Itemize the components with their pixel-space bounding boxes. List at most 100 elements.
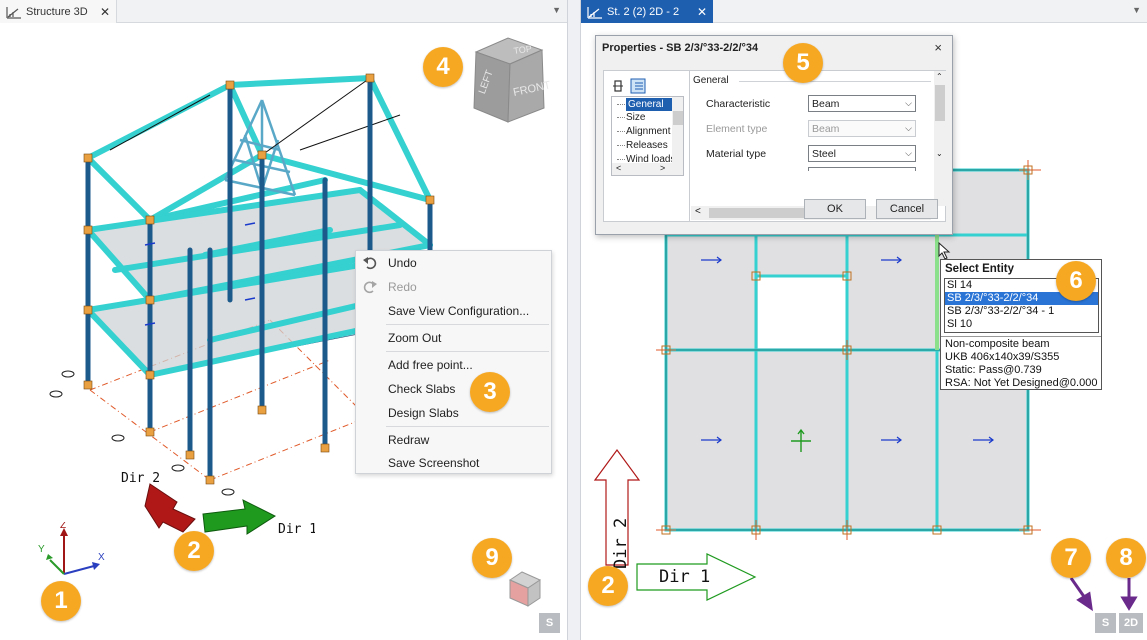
menu-item-save-view-configuration[interactable]: Save View Configuration...: [356, 299, 551, 323]
menu-item-label: Add free point...: [388, 358, 473, 372]
characteristic-select[interactable]: Beam ⌵: [808, 95, 916, 112]
direction-arrows-3d: Dir 2 Dir 1: [121, 471, 315, 537]
entity-info-section: UKB 406x140x39/S355: [945, 351, 1060, 363]
tab-structure-3d[interactable]: Structure 3D ✕: [0, 0, 117, 23]
entity-info-static: Static: Pass@0.739: [945, 364, 1042, 376]
tree-item-releases[interactable]: Releases: [626, 140, 668, 151]
beams: [85, 75, 433, 378]
viewport-3d[interactable]: TOP LEFT FRONT Dir 2 Dir 1 Z X Y: [0, 24, 567, 640]
axis-z-label: Z: [60, 522, 66, 531]
cancel-button[interactable]: Cancel: [876, 199, 938, 219]
dir1-arrow-2d: [636, 553, 757, 601]
chevron-down-icon[interactable]: ▼: [1132, 5, 1141, 15]
axis-triad: Z X Y: [38, 522, 105, 575]
menu-item-label: Check Slabs: [388, 382, 456, 396]
dir2-label: Dir 2: [121, 471, 160, 486]
prop-label-material-type: Material type: [706, 148, 767, 160]
close-icon[interactable]: ✕: [99, 4, 110, 19]
menu-separator: [386, 324, 549, 325]
section-s-button-2d[interactable]: S: [1095, 613, 1116, 633]
corner-markers: [1069, 577, 1138, 612]
tree-item-size[interactable]: Size: [626, 112, 646, 123]
select-entity-title: Select Entity: [945, 263, 1015, 275]
dir2-arrow-2d: [593, 448, 641, 566]
view-cube[interactable]: TOP LEFT FRONT: [468, 34, 550, 126]
entity-item-sl-10[interactable]: Sl 10: [947, 318, 973, 330]
plan-two-way-marker: [791, 428, 811, 452]
characteristic-value: Beam: [812, 97, 840, 110]
menu-item-check-slabs[interactable]: Check Slabs: [356, 377, 551, 401]
section-box-icon[interactable]: [506, 566, 546, 610]
ok-button[interactable]: OK: [804, 199, 866, 219]
structure-view-icon: [6, 6, 21, 19]
menu-item-add-free-point[interactable]: Add free point...: [356, 353, 551, 377]
left-tabstrip: Structure 3D ✕ ▼: [0, 0, 567, 23]
tree-item-alignment[interactable]: Alignment: [626, 126, 671, 137]
group-header-general: General: [693, 75, 732, 86]
menu-item-zoom-out[interactable]: Zoom Out: [356, 326, 551, 350]
menu-item-save-screenshot[interactable]: Save Screenshot: [356, 451, 551, 475]
dir1-label-2d: Dir 1: [659, 567, 711, 587]
select-entity-list[interactable]: Sl 14 SB 2/3/°33-2/2/°34 SB 2/3/°33-2/2/…: [944, 278, 1099, 333]
view-cube-top-label: TOP: [513, 44, 533, 56]
element-type-select: Beam ⌵: [808, 120, 916, 137]
tab-title: Structure 3D: [26, 5, 88, 18]
plan-span-arrows: [701, 256, 994, 444]
tree-scrollbar[interactable]: [672, 97, 683, 163]
structure-view-icon: [587, 6, 602, 19]
callout-badge-9: 9: [472, 538, 512, 578]
menu-item-label: Save View Configuration...: [388, 304, 530, 318]
callout-badge-3: 3: [470, 372, 510, 412]
menu-item-label: Save Screenshot: [388, 456, 480, 470]
property-tree[interactable]: General Size Alignment Releases Wind loa…: [611, 96, 684, 176]
slab-opening: [758, 276, 846, 348]
callout-badge-8: 8: [1106, 538, 1146, 578]
right-tabstrip: St. 2 (2) 2D - 2 ✕ ▼: [581, 0, 1147, 23]
dialog-body: General Size Alignment Releases Wind loa…: [603, 70, 946, 222]
dir1-label: Dir 1: [278, 522, 315, 537]
tree-item-general[interactable]: General: [626, 98, 672, 111]
close-icon[interactable]: ✕: [696, 4, 707, 19]
grid-scrollbar[interactable]: ⌃ ⌄: [934, 71, 946, 206]
bracing: [109, 77, 401, 156]
pane-divider[interactable]: [568, 0, 580, 640]
support-symbols: [49, 370, 235, 496]
entity-info-rsa: RSA: Not Yet Designed@0.000: [945, 377, 1098, 389]
entity-item-sb-1[interactable]: SB 2/3/°33-2/2/°34 - 1: [947, 305, 1055, 317]
tree-item-wind-loads[interactable]: Wind loads: [626, 154, 672, 165]
menu-item-redraw[interactable]: Redraw: [356, 428, 551, 452]
entity-info-type: Non-composite beam: [945, 338, 1050, 350]
callout-badge-2-right: 2: [588, 566, 628, 606]
mouse-cursor-icon: [938, 242, 951, 260]
menu-item-undo[interactable]: Undo: [356, 251, 551, 275]
close-icon[interactable]: ×: [934, 40, 942, 55]
nodes: [83, 73, 435, 485]
menu-item-design-slabs[interactable]: Design Slabs: [356, 401, 551, 425]
entity-item-sl-14[interactable]: Sl 14: [947, 279, 973, 291]
menu-item-redo[interactable]: Redo: [356, 275, 551, 299]
section-s-button[interactable]: S: [539, 613, 560, 633]
chevron-down-icon: ⌵: [905, 148, 912, 158]
dialog-title[interactable]: Properties - SB 2/3/°33-2/2/°34: [596, 36, 952, 60]
axis-y-label: Y: [38, 544, 45, 555]
callout-badge-1: 1: [41, 581, 81, 621]
axis-x-label: X: [98, 552, 105, 563]
material-type-select[interactable]: Steel ⌵: [808, 145, 916, 162]
callout-badge-7: 7: [1051, 538, 1091, 578]
plan-grid-ticks: [656, 160, 1041, 540]
callout-badge-4: 4: [423, 47, 463, 87]
chevron-down-icon[interactable]: ▼: [552, 5, 561, 15]
properties-dialog: Properties - SB 2/3/°33-2/2/°34 × Genera…: [595, 35, 953, 235]
undo-icon: [363, 257, 377, 270]
chevron-down-icon: ⌵: [905, 98, 912, 108]
element-type-value: Beam: [812, 122, 840, 135]
material-type-value: Steel: [812, 147, 836, 160]
callout-badge-5: 5: [783, 43, 823, 83]
tree-hscrollbar[interactable]: < >: [612, 163, 683, 175]
prop-label-characteristic: Characteristic: [706, 98, 771, 110]
tab-structure-2d[interactable]: St. 2 (2) 2D - 2 ✕: [581, 0, 713, 23]
entity-item-sb-selected[interactable]: SB 2/3/°33-2/2/°34: [945, 292, 1098, 305]
view-2d-button[interactable]: 2D: [1119, 613, 1143, 633]
prop-label-element-type: Element type: [706, 123, 768, 135]
structure-3d-model[interactable]: [0, 24, 566, 640]
